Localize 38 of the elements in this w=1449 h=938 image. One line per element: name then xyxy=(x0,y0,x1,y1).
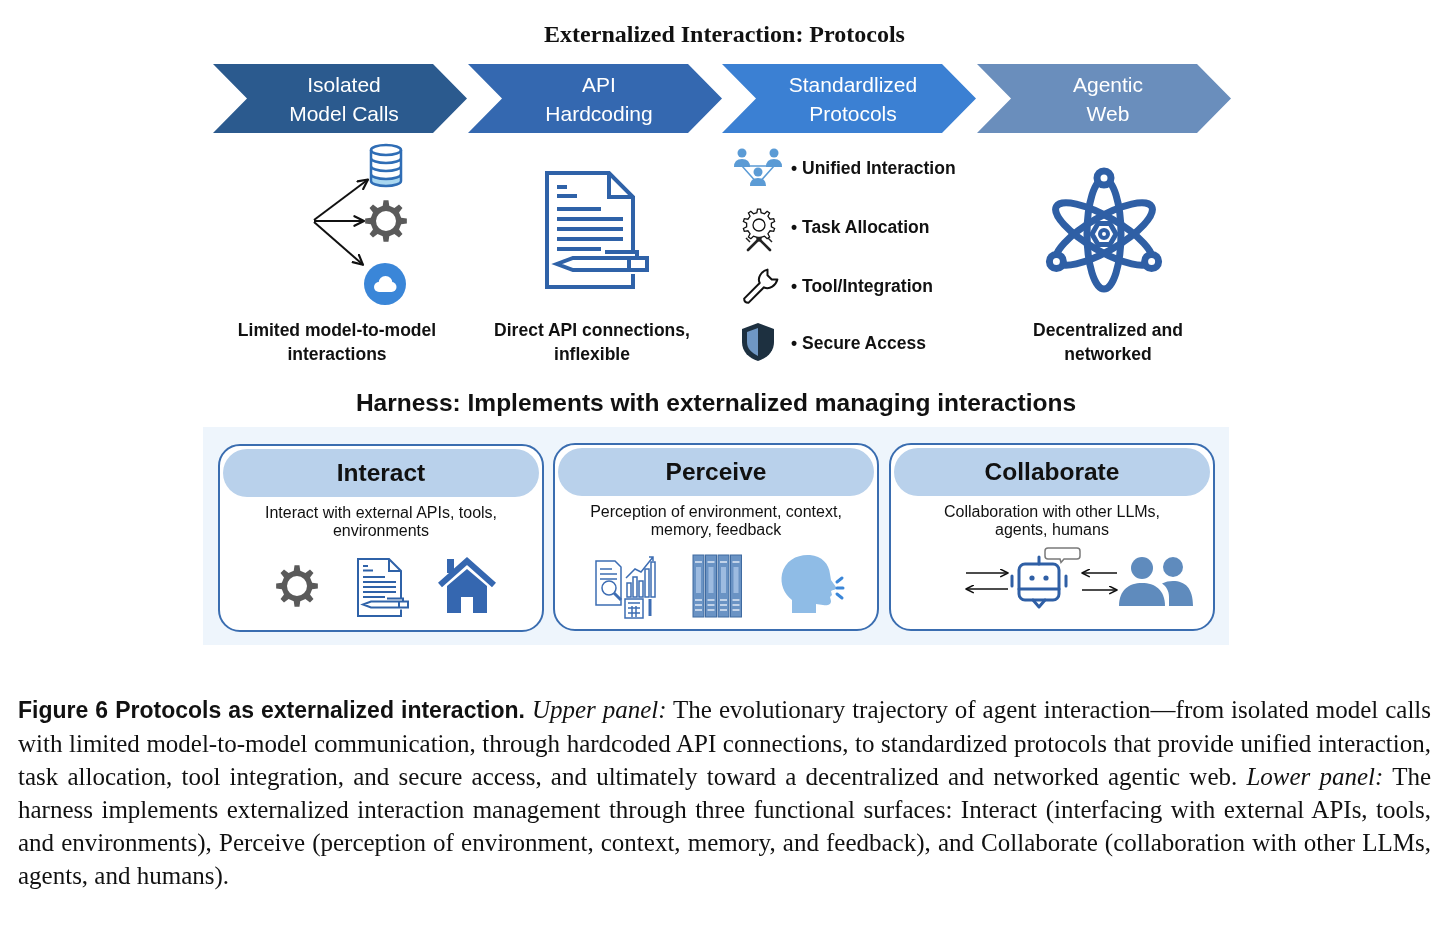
chevron-step xyxy=(213,64,467,133)
step-label: Standardlized Protocols xyxy=(787,71,919,127)
chevron-step xyxy=(722,64,976,133)
function-card xyxy=(553,443,879,631)
database-icon xyxy=(368,143,404,189)
card-description: Interact with external APIs, tools, environments xyxy=(263,504,499,540)
description-text: Limited model-to-model interactions xyxy=(236,319,438,366)
function-card xyxy=(889,443,1215,631)
arrow xyxy=(313,221,365,266)
description-text: Direct API connections, inflexible xyxy=(493,319,691,366)
figure-caption: Figure 6 Protocols as externalized interaction. Upper panel: The evolutionary trajectory of agent interaction—from isolated model calls with limited model-to-model communication, through hardcoded API connections, to standardized protocols that provide unified interaction, task allocation, tool integration, and secure access, and ultimately toward a decentralized and networked agentic web. Lower panel: The harness implements externalized interaction management through three functional surfaces: Interact (interfacing with external APIs, tools, and environments), Perceive (perception of environment, context, memory, and feedback), and Collaborate (collaboration with other LLMs, agents, and humans). xyxy=(18,695,1431,892)
list-item: • Unified Interaction xyxy=(791,157,956,180)
list-item: • Secure Access xyxy=(791,332,926,355)
chevron-step xyxy=(977,64,1231,133)
card-description: Perception of environment, context, memory, feedback xyxy=(589,503,843,539)
step-label: Isolated Model Calls xyxy=(288,71,400,127)
list-item: • Task Allocation xyxy=(791,216,930,239)
arrow xyxy=(965,568,1009,578)
card-header: Perceive xyxy=(558,448,874,496)
step-label: Agentic Web xyxy=(1071,71,1144,127)
card-description: Collaboration with other LLMs, agents, humans xyxy=(942,503,1162,539)
list-item: • Tool/Integration xyxy=(791,275,933,298)
card-header: Collaborate xyxy=(894,448,1210,496)
card-header: Interact xyxy=(223,449,539,497)
step-label: API Hardcoding xyxy=(544,71,654,127)
diagram-title: Externalized Interaction: Protocols xyxy=(544,20,905,49)
function-card xyxy=(218,444,544,632)
arrow xyxy=(1081,568,1118,578)
description-text: Decentralized and networked xyxy=(1032,319,1184,366)
arrow xyxy=(965,584,1009,594)
section-heading: Harness: Implements with externalized managing interactions xyxy=(355,388,1077,418)
chevron-step xyxy=(468,64,722,133)
people-icon xyxy=(1117,556,1194,606)
arrow xyxy=(313,215,366,227)
cloud-icon xyxy=(363,262,407,306)
arrow xyxy=(313,178,370,221)
gear-icon xyxy=(364,199,408,243)
arrow xyxy=(1081,585,1118,595)
